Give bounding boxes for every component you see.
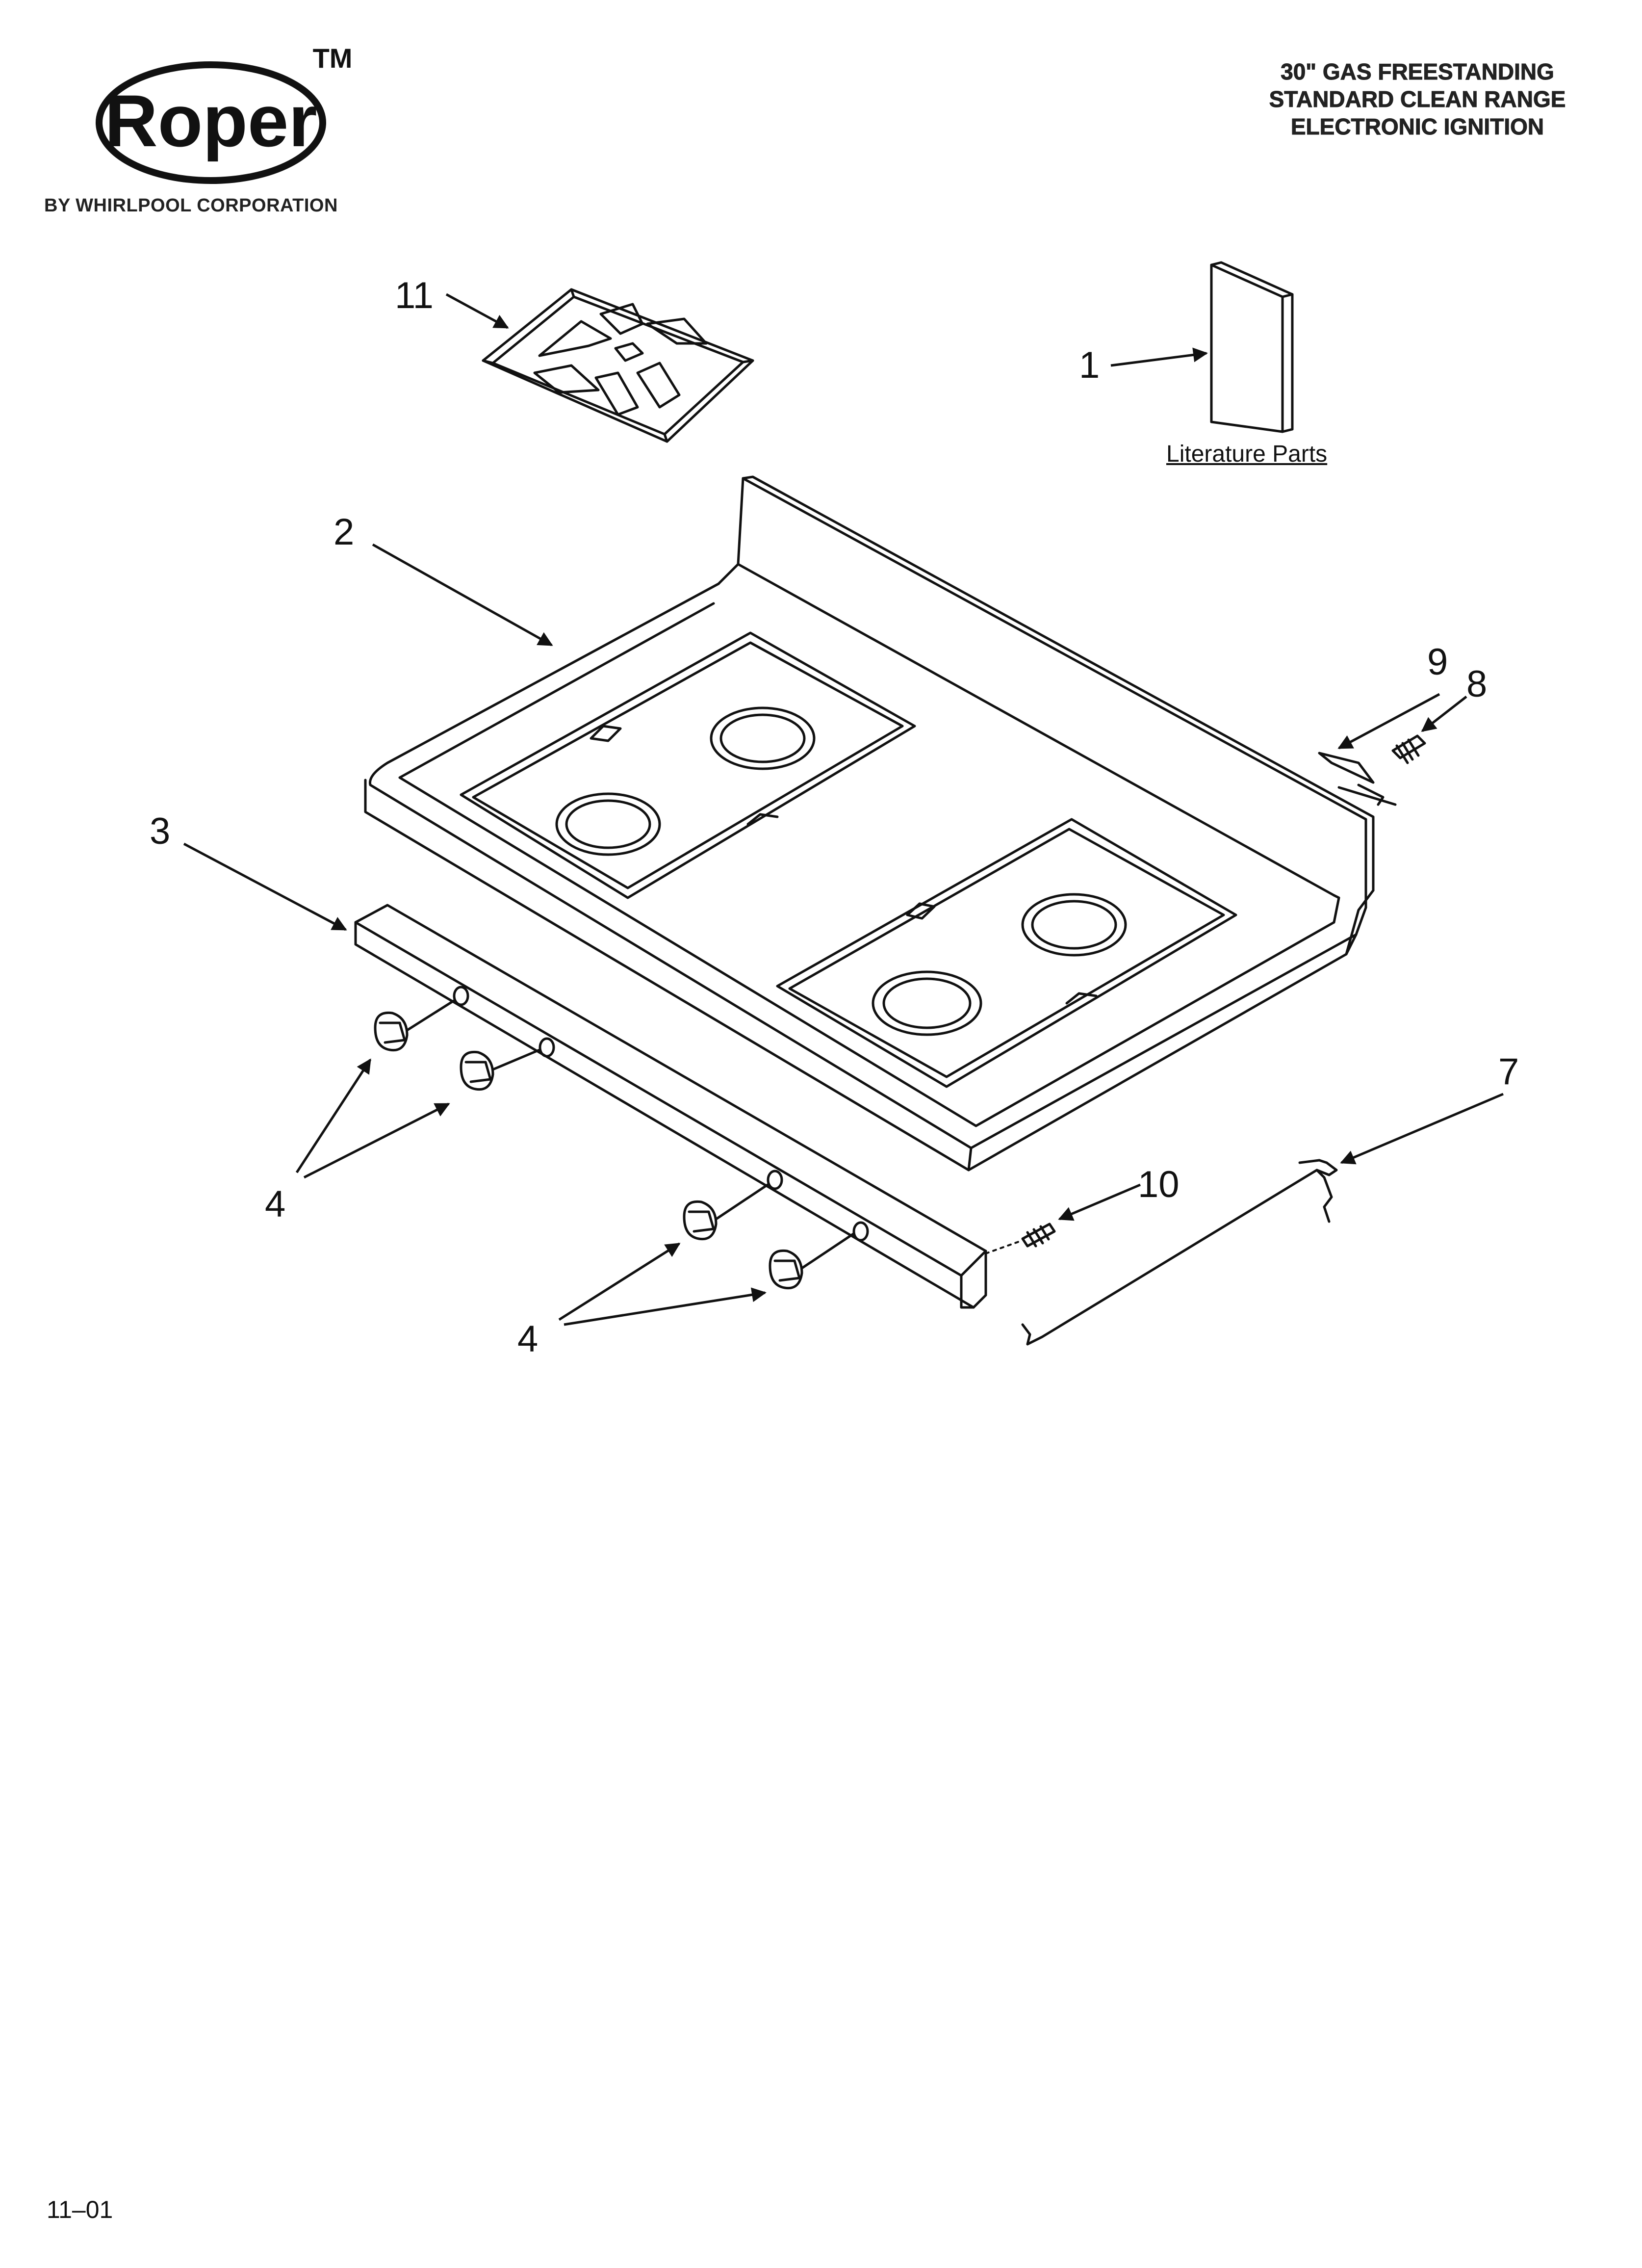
control-knobs: [374, 999, 855, 1290]
burner-grate: [482, 288, 754, 443]
leader-10: [1058, 1183, 1141, 1221]
diagram-title: 30" GAS FREESTANDING STANDARD CLEAN RANG…: [1197, 58, 1638, 140]
callout-11: 11: [395, 275, 434, 316]
leader-8: [1421, 696, 1467, 732]
logo-wordmark: Roper: [104, 79, 317, 162]
leader-11: [445, 293, 509, 329]
callout-8: 8: [1466, 663, 1487, 705]
leader-4a-1: [295, 1058, 372, 1173]
callout-10: 10: [1138, 1164, 1180, 1205]
wire-rod-7: [1021, 1159, 1338, 1346]
title-line-1: 30" GAS FREESTANDING: [1281, 59, 1555, 85]
callout-1: 1: [1079, 344, 1100, 386]
leader-4b-2: [564, 1287, 767, 1326]
screw-8: [1391, 734, 1426, 764]
leader-1: [1110, 347, 1208, 367]
logo-tagline: BY WHIRLPOOL CORPORATION: [44, 195, 338, 216]
leader-7: [1340, 1093, 1504, 1165]
callout-3: 3: [150, 810, 170, 852]
title-line-2: STANDARD CLEAN RANGE: [1269, 86, 1566, 112]
literature-parts-label: Literature Parts: [1166, 441, 1328, 467]
callout-4-right: 4: [517, 1318, 538, 1360]
logo-trademark: TM: [313, 44, 353, 74]
ignitor-bracket: [1318, 752, 1397, 806]
screw-10: [985, 1223, 1056, 1254]
leader-3: [183, 842, 347, 931]
title-line-3: ELECTRONIC IGNITION: [1290, 114, 1544, 140]
callout-9: 9: [1427, 641, 1448, 683]
leader-2: [372, 543, 553, 647]
page-code: 11–01: [47, 2196, 113, 2223]
literature-booklet: [1210, 261, 1294, 433]
cooktop: [364, 475, 1375, 1172]
control-panel: [354, 904, 987, 1309]
callout-7: 7: [1498, 1051, 1519, 1093]
leader-4a-2: [303, 1102, 450, 1179]
callout-2: 2: [334, 511, 354, 553]
leader-4b-1: [558, 1242, 681, 1321]
callout-4-left: 4: [265, 1183, 285, 1225]
leader-9: [1337, 693, 1440, 750]
roper-logo: Roper TM: [96, 44, 353, 184]
